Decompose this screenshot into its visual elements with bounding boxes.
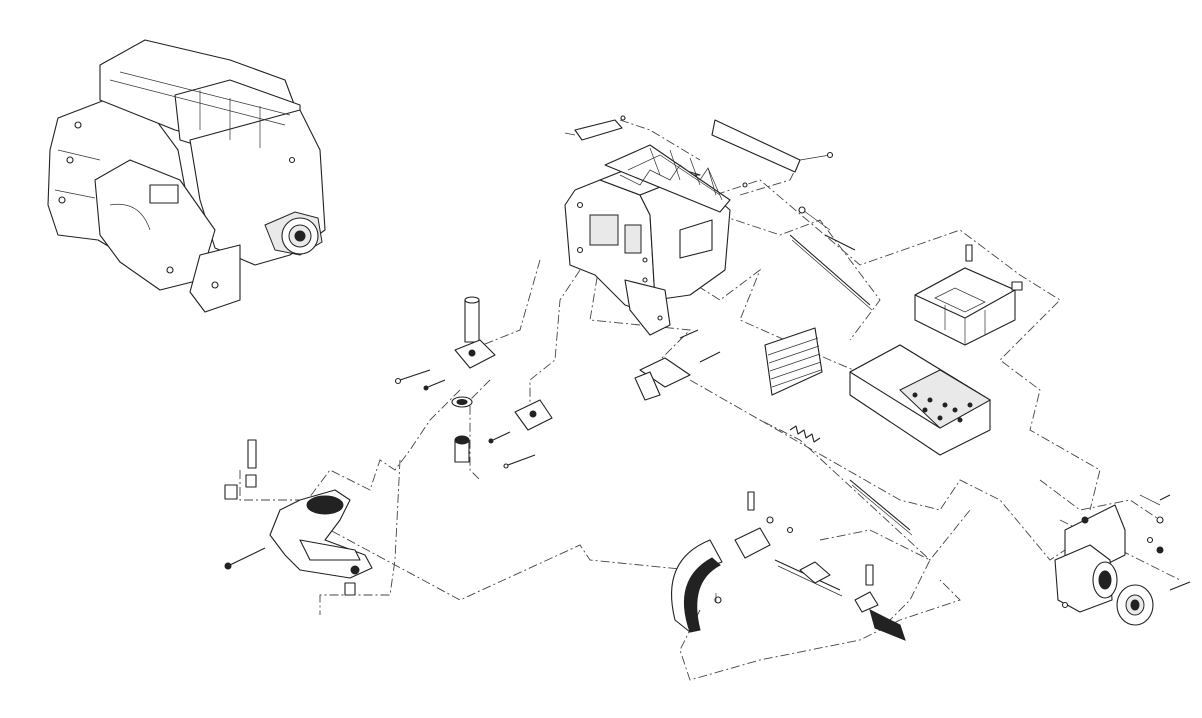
pivot-arm-bracket [269,489,373,596]
louvered-guard [764,327,823,396]
screw-set [224,234,1191,609]
bushing [451,396,473,463]
slide-plate-holes [912,392,973,423]
slide-plate [849,344,991,456]
top-cover-plate [564,115,834,188]
leader-lines [239,119,1181,681]
clamp-block [514,357,691,431]
assembled-unit-view [47,39,326,313]
spindle-head [1054,494,1164,626]
lead-screw [789,206,913,536]
coil-spring [789,425,821,443]
bellows-cover [604,144,731,213]
guide-pin [454,296,496,369]
arc-guide [671,539,723,633]
adjusting-link [734,491,906,641]
t-slot-table [914,244,1023,346]
